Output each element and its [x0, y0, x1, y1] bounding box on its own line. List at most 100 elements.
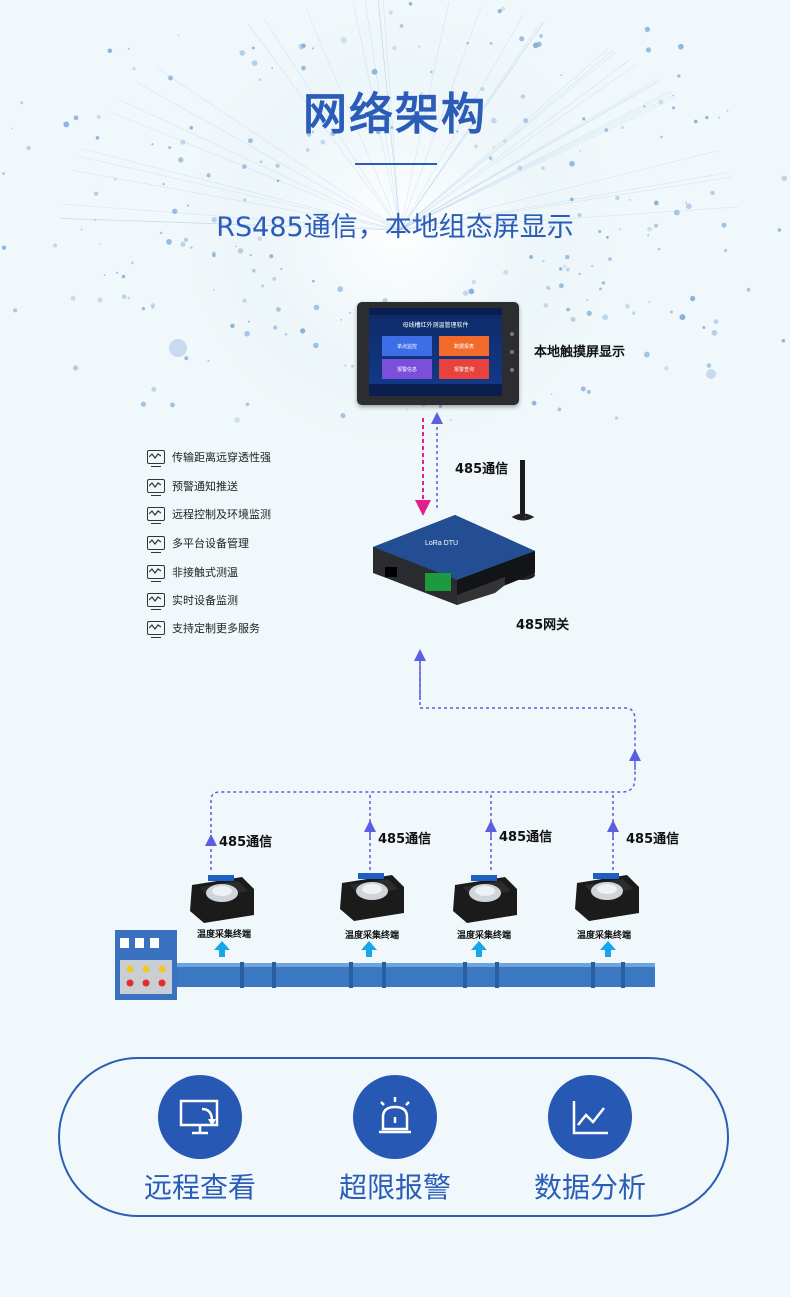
background-ray [399, 6, 482, 231]
background-dot [569, 197, 574, 202]
background-dot [180, 139, 186, 145]
background-dot [557, 407, 562, 412]
background-dot [726, 109, 729, 112]
background-ray [399, 150, 720, 231]
background-dot [558, 283, 564, 289]
background-dot [658, 99, 664, 105]
background-dot [248, 320, 250, 323]
background-dot [130, 261, 134, 265]
background-dot [301, 43, 306, 48]
background-dot [781, 175, 788, 182]
background-dot [520, 94, 525, 99]
background-dot [456, 130, 459, 133]
background-dot [399, 24, 404, 28]
terminal-link-label: 485通信 [499, 830, 553, 845]
background-dot [272, 276, 277, 281]
feature-item: 传输距离远穿透性强 [147, 448, 271, 467]
background-dot [168, 146, 172, 149]
background-dot [170, 402, 175, 408]
touchscreen-display: 母线槽红外测温管理软件 单点监控 数据报表 报警信息 报警查询 [369, 308, 502, 396]
background-dot [497, 9, 502, 14]
background-ray [60, 218, 401, 231]
background-ray [399, 21, 545, 231]
gateway-label: 485网关 [516, 618, 570, 633]
background-dot [471, 98, 475, 102]
background-dot [150, 305, 155, 310]
feature-item: 预警通知推送 [147, 477, 238, 496]
feature-panel [58, 1057, 729, 1217]
feature-item: 多平台设备管理 [147, 534, 249, 553]
remote-view-label: 远程查看 [143, 1171, 256, 1204]
background-dot [628, 198, 631, 201]
background-dot [237, 248, 244, 254]
background-ray [399, 20, 542, 231]
background-dot [502, 139, 507, 143]
background-dot [721, 222, 727, 228]
background-dot [322, 127, 325, 130]
background-dot [438, 404, 442, 408]
background-dot [189, 125, 194, 130]
background-dot [480, 86, 485, 92]
background-dot [187, 204, 190, 207]
background-dot [103, 274, 106, 277]
terminal-label: 温度采集终端 [577, 931, 632, 941]
background-dot [73, 365, 79, 371]
background-dot [230, 323, 235, 329]
background-dot [408, 2, 413, 6]
terminal-label: 温度采集终端 [197, 930, 252, 940]
background-dot [340, 412, 346, 419]
touchscreen-label: 本地触摸屏显示 [534, 345, 626, 360]
background-dot [602, 314, 608, 321]
background-ray [399, 15, 524, 231]
background-ray [399, 48, 609, 231]
monitor-refresh-icon [158, 1075, 242, 1159]
background-dot [350, 364, 355, 368]
background-dot [207, 359, 210, 362]
background-ray [138, 82, 401, 231]
background-dot [430, 70, 433, 74]
background-dot [257, 236, 262, 241]
background-dot [171, 208, 178, 215]
background-dot [313, 304, 320, 311]
monitor-wave-icon [147, 565, 165, 582]
monitor-wave-icon [147, 536, 165, 553]
background-dot [604, 128, 609, 133]
background-dot [664, 366, 669, 371]
line-chart-icon [548, 1075, 632, 1159]
background-dot [311, 130, 315, 134]
background-dot [141, 307, 146, 311]
background-dot [275, 307, 281, 312]
monitor-wave-icon [147, 479, 165, 496]
background-dot [113, 177, 117, 181]
feature-item: 实时设备监测 [147, 591, 238, 610]
background-dot [614, 416, 619, 420]
background-dot [211, 216, 218, 223]
background-bubble [706, 369, 716, 379]
background-dot [2, 172, 5, 175]
background-dot [13, 308, 18, 313]
background-dot [608, 257, 612, 262]
background-dot [531, 400, 537, 406]
background-dot [151, 143, 154, 146]
background-dot [412, 114, 416, 118]
monitor-wave-icon [147, 507, 165, 524]
background-dot [11, 127, 13, 130]
background-dot [711, 330, 718, 336]
background-ray [399, 2, 450, 231]
background-dot [532, 42, 539, 49]
background-dot [344, 364, 347, 367]
background-dot [489, 41, 493, 45]
background-dot [449, 418, 453, 422]
background-dot [348, 311, 351, 315]
temperature-terminal [575, 873, 639, 921]
background-dot [168, 75, 174, 81]
background-ray [399, 50, 613, 231]
terminal-link-label: 485通信 [378, 832, 432, 847]
background-dot [375, 129, 381, 135]
background-dot [549, 225, 552, 229]
background-dot [320, 139, 326, 145]
background-dot [127, 47, 130, 50]
background-dot [679, 314, 686, 321]
background-dot [550, 393, 553, 395]
